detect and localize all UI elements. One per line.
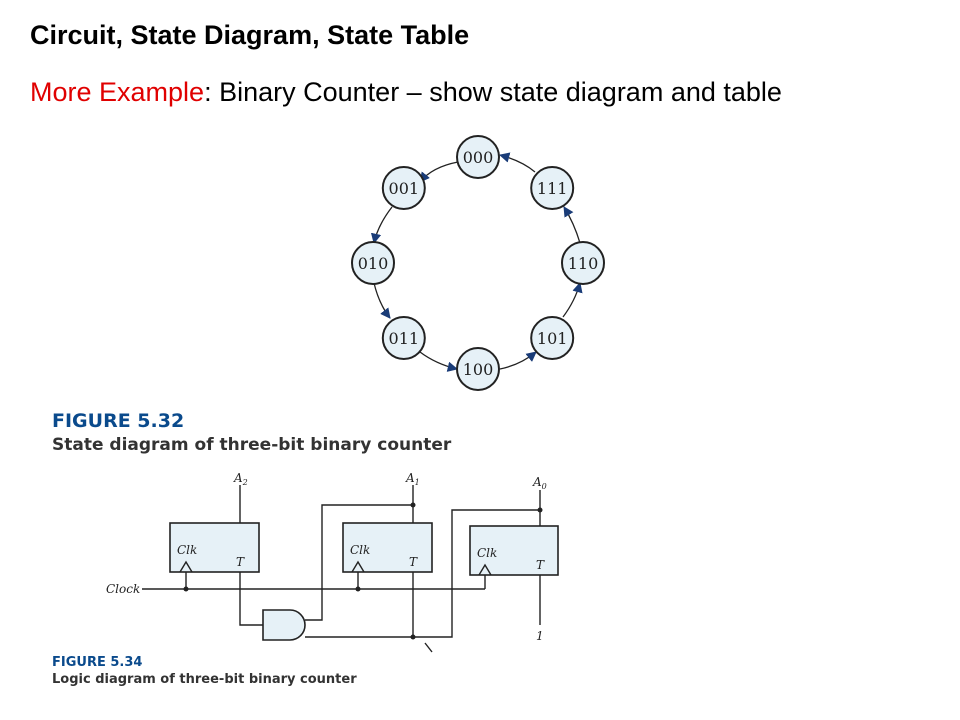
- flipflop-a2-clk-label: Clk: [177, 543, 197, 557]
- state-label-010: 010: [358, 254, 389, 273]
- state-circle-100: [456, 347, 500, 391]
- state-circle-111: [530, 166, 575, 210]
- state-diagram: 000 001 010 011 100 101 110 111: [351, 135, 605, 391]
- figure-532-number: FIGURE 5.32: [52, 410, 184, 432]
- arc-111-000: [498, 152, 536, 173]
- subtitle-colon: :: [204, 77, 212, 107]
- state-node-110: 110: [561, 241, 605, 285]
- arc-000-001: [419, 161, 459, 183]
- state-circle-000: [456, 135, 500, 179]
- state-node-001: 001: [381, 166, 426, 210]
- arc-100-101: [499, 351, 537, 370]
- state-nodes: 000 001 010 011 100 101 110 111: [351, 135, 605, 391]
- figure-534-number: FIGURE 5.34: [52, 655, 142, 670]
- junction-dots: [183, 502, 543, 640]
- subtitle-accent: More Example: [30, 77, 205, 107]
- slide-subtitle: More Example: Binary Counter – show stat…: [30, 77, 782, 108]
- state-label-101: 101: [537, 329, 568, 348]
- arc-110-111: [563, 206, 581, 244]
- flipflop-a0-t-label: T: [536, 558, 545, 572]
- state-circle-011: [381, 316, 426, 360]
- arc-101-110: [562, 281, 583, 318]
- state-node-111: 111: [530, 166, 575, 210]
- flipflop-a2: Clk T: [169, 522, 260, 573]
- output-a2-label: A2: [233, 471, 248, 487]
- clock-label: Clock: [106, 582, 140, 596]
- arc-001-010: [370, 206, 393, 245]
- constant-one-label: 1: [536, 629, 544, 643]
- flipflop-a1: Clk T: [342, 522, 433, 573]
- output-a1-label: A1: [405, 471, 420, 487]
- flipflop-a0-clk-label: Clk: [477, 546, 497, 560]
- figure-534-caption: Logic diagram of three-bit binary counte…: [52, 672, 357, 687]
- state-node-010: 010: [351, 241, 395, 285]
- logic-diagram: Clk T Clk T Clk T: [106, 471, 559, 653]
- state-node-100: 100: [456, 347, 500, 391]
- state-circle-001: [381, 166, 426, 210]
- state-label-100: 100: [463, 360, 494, 379]
- slide-title: Circuit, State Diagram, State Table: [30, 20, 470, 50]
- state-circle-101: [530, 316, 575, 360]
- subtitle-rest: Binary Counter – show state diagram and …: [211, 77, 782, 107]
- state-label-000: 000: [463, 148, 494, 167]
- state-node-000: 000: [456, 135, 500, 179]
- logic-wires: [142, 485, 541, 653]
- and-gate: [262, 609, 306, 641]
- state-circle-110: [561, 241, 605, 285]
- arc-011-100: [419, 351, 459, 372]
- flipflop-a2-t-label: T: [236, 555, 245, 569]
- state-label-001: 001: [389, 179, 420, 198]
- state-label-111: 111: [537, 179, 568, 198]
- output-a0-label: A0: [532, 475, 547, 491]
- state-label-011: 011: [389, 329, 420, 348]
- flipflop-a1-clk-label: Clk: [350, 543, 370, 557]
- figure-532-caption: State diagram of three-bit binary counte…: [52, 435, 452, 455]
- state-label-110: 110: [568, 254, 599, 273]
- state-node-101: 101: [530, 316, 575, 360]
- arc-010-011: [373, 282, 391, 319]
- flipflop-a1-t-label: T: [409, 555, 418, 569]
- state-node-011: 011: [381, 316, 426, 360]
- state-circle-010: [351, 241, 395, 285]
- flipflop-a0: Clk T: [469, 525, 559, 576]
